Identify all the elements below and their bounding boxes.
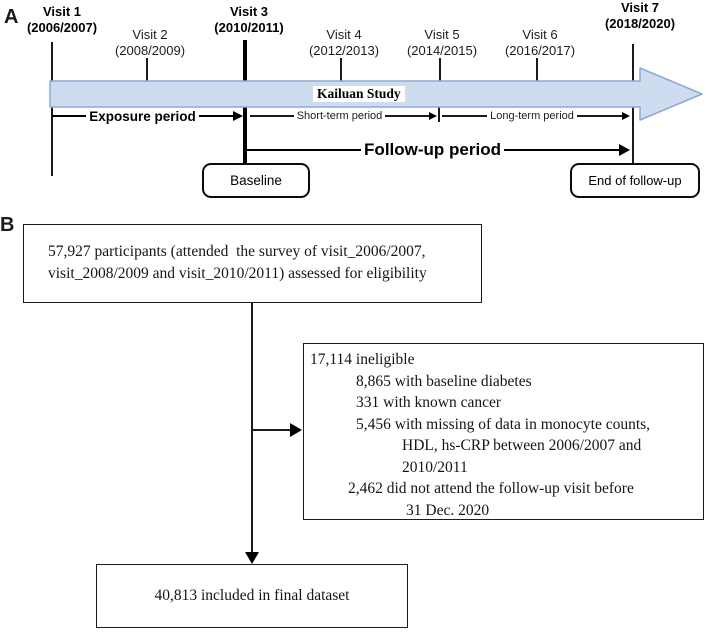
exposure-period-label: Exposure period [89,108,196,124]
exposure-arrowhead-icon [233,111,243,121]
visit-5-years: (2014/2015) [406,43,478,58]
end-of-follow-up-box: End of follow-up [570,163,700,198]
short-term-line2 [385,115,429,117]
ineligible-no-followup-2: 31 Dec. 2020 [406,501,490,519]
ineligible-missing-1: 5,456 with missing of data in monocyte c… [356,415,651,433]
follow-up-period-arrow: Follow-up period [246,138,631,162]
flow-right-arrowhead-icon [290,423,302,437]
visit-1-name: Visit 1 [42,4,82,19]
short-term-period-arrow: Short-term period [250,108,437,124]
visit-1-tick [51,42,53,176]
baseline-box-label: Baseline [230,173,282,188]
visit-7-years: (2018/2020) [604,16,676,31]
visit-6-label: Visit 6 (2016/2017) [505,27,575,59]
short-term-label: Short-term period [296,110,383,122]
follow-up-line2 [503,148,620,152]
ineligible-box: 17,114 ineligible 8,865 with baseline di… [303,343,704,520]
visit-3-label: Visit 3 (2010/2011) [214,4,283,36]
visit-2-tick [146,58,148,82]
follow-up-label: Follow-up period [364,140,501,159]
follow-up-arrowhead-icon [619,144,631,156]
eligibility-line1: 57,927 participants (attended the survey… [48,243,426,260]
visit-6-years: (2016/2017) [504,43,576,58]
visit-2-label: Visit 2 (2008/2009) [115,27,185,59]
ineligible-total: 17,114 ineligible [310,351,415,368]
visit-4-tick [340,58,342,82]
visit-6-tick [536,58,538,82]
ineligible-missing-2: HDL, hs-CRP between 2006/2007 and [402,437,642,454]
ineligible-no-followup-1: 2,462 did not attend the follow-up visit… [348,480,634,497]
visit-5-label: Visit 5 (2014/2015) [407,27,477,59]
visit-7-label: Visit 7 (2018/2020) [605,0,675,32]
long-term-label: Long-term period [490,110,574,122]
visit-1-label: Visit 1 (2006/2007) [27,4,97,36]
visit-4-name: Visit 4 [326,27,362,42]
visit-5-tick [439,58,441,82]
flow-vertical-line [251,303,253,554]
final-dataset-text: 40,813 included in final dataset [154,587,350,605]
visit-2-name: Visit 2 [132,27,168,42]
flow-down-arrowhead-icon [245,552,259,564]
period-boundary-tick [438,107,440,122]
visit-3-name: Visit 3 [229,4,269,19]
visit-6-name: Visit 6 [522,27,558,42]
visit-1-years: (2006/2007) [26,20,98,35]
follow-up-line [246,148,362,152]
exposure-period-arrow: Exposure period [52,107,243,125]
kailuan-study-label: Kailuan Study [313,86,405,102]
baseline-box: Baseline [202,163,310,198]
visit-4-label: Visit 4 (2012/2013) [309,27,379,59]
flow-branch-line [252,429,291,431]
long-term-arrowhead-icon [622,112,630,120]
visit-3-years: (2010/2011) [214,20,284,35]
eligibility-box: 57,927 participants (attended the survey… [23,224,482,303]
long-term-line2 [576,115,622,117]
ineligible-diabetes: 8,865 with baseline diabetes [356,372,532,390]
long-term-line [442,115,488,117]
ineligible-missing-3: 2010/2011 [402,458,468,476]
exposure-period-line [52,115,87,117]
ineligible-cancer: 331 with known cancer [356,394,502,411]
panel-b-label: B [0,214,15,236]
visit-7-name: Visit 7 [620,0,660,15]
end-of-follow-up-label: End of follow-up [588,173,682,188]
final-dataset-box: 40,813 included in final dataset [96,564,408,628]
exposure-period-line2 [198,115,233,117]
short-term-arrowhead-icon [429,112,437,120]
visit-4-years: (2012/2013) [308,43,380,58]
visit-2-years: (2008/2009) [114,43,186,58]
panel-a-label: A [4,6,19,28]
short-term-line [250,115,294,117]
long-term-period-arrow: Long-term period [442,108,630,124]
eligibility-line2: visit_2008/2009 and visit_2010/2011) ass… [48,264,427,282]
visit-5-name: Visit 5 [424,27,460,42]
